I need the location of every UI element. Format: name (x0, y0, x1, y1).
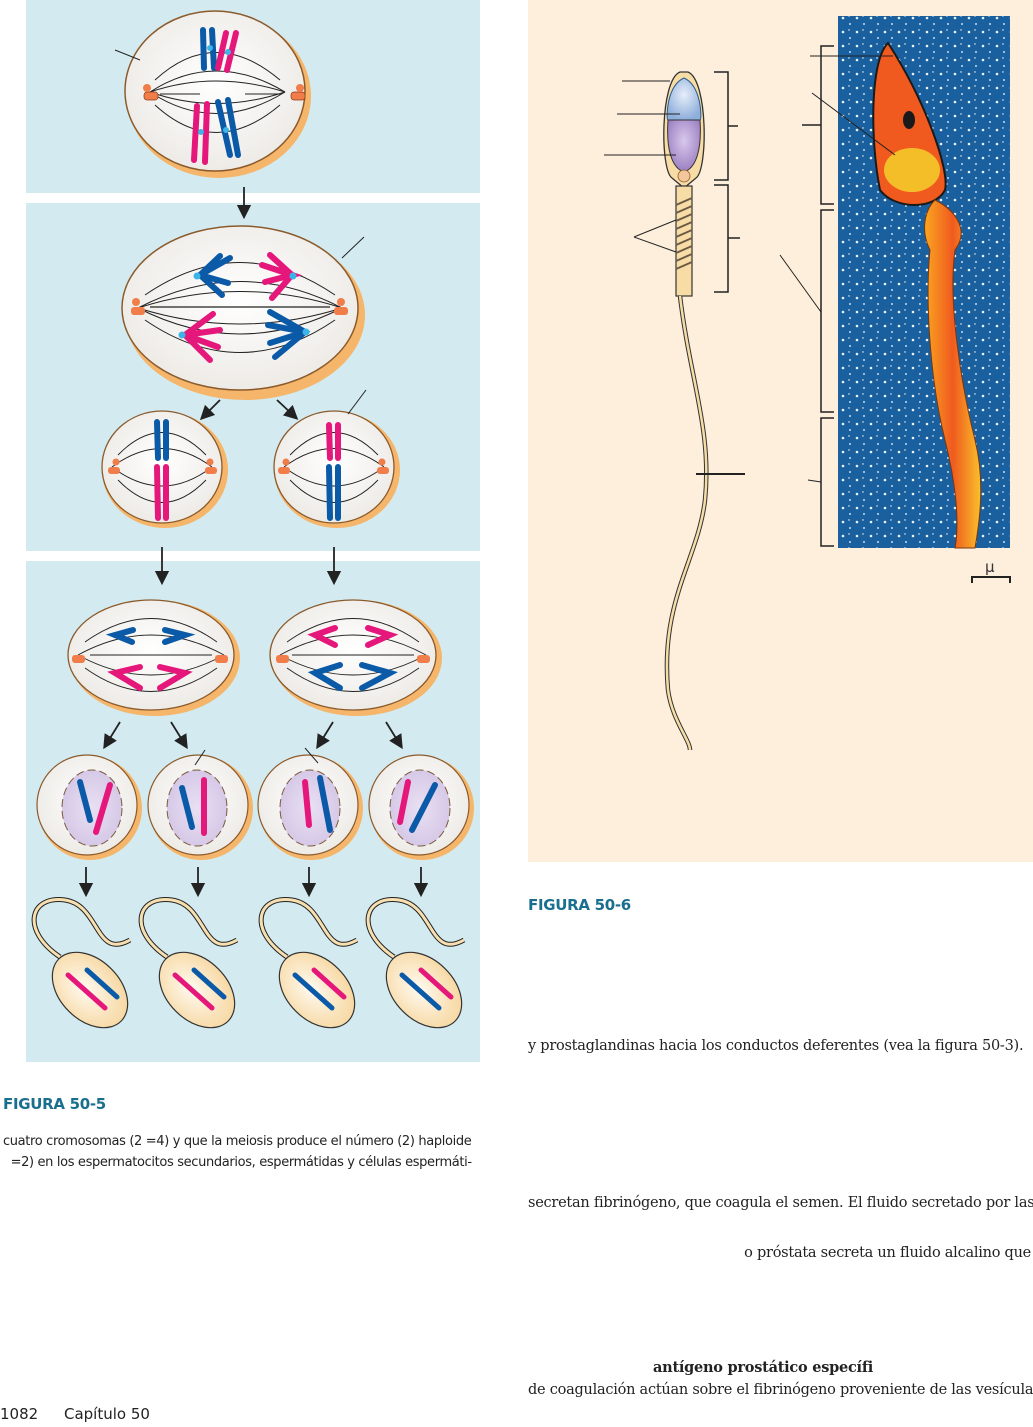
body-text-line-1: y prostaglandinas hacia los conductos de… (528, 1038, 1024, 1054)
body-text-line-4: de coagulación actúan sobre el fibrinóge… (528, 1382, 1033, 1398)
secondary-spermatocyte-2 (273, 389, 400, 528)
meiosis-II-cell-1 (67, 599, 240, 716)
figure-50-6-label: FIGURA 50-6 (528, 896, 631, 914)
secondary-spermatocyte-1 (101, 410, 228, 528)
sperm-micrograph (779, 16, 1011, 583)
body-text-line-2: secretan fibrinógeno, que coagula el sem… (528, 1195, 1033, 1211)
spermatids (36, 747, 474, 860)
page-number: 1082 (0, 1405, 39, 1423)
figure-50-5-caption-line-1: cuatro cromosomas (2 =4) y que la meiosi… (3, 1134, 472, 1149)
sperm-cells (31, 897, 466, 1029)
figure-50-5-caption-line-2: =2) en los espermatocitos secundarios, e… (3, 1155, 473, 1170)
sperm-drawing (604, 71, 745, 751)
meiosis-I-cell (121, 225, 365, 400)
scale-bar-unit: μ (985, 558, 995, 576)
sperm-structure-diagram (604, 16, 1011, 751)
primary-spermatocyte (114, 10, 311, 178)
meiosis-diagram (31, 10, 474, 1029)
body-text-bold-term: antígeno prostático específi (653, 1359, 874, 1376)
body-text-line-3: o próstata secreta un fluido alcalino qu… (744, 1245, 1031, 1261)
meiosis-II-cell-2 (269, 599, 442, 716)
chapter-label: Capítulo 50 (64, 1405, 150, 1423)
figure-50-5-label: FIGURA 50-5 (3, 1095, 106, 1113)
